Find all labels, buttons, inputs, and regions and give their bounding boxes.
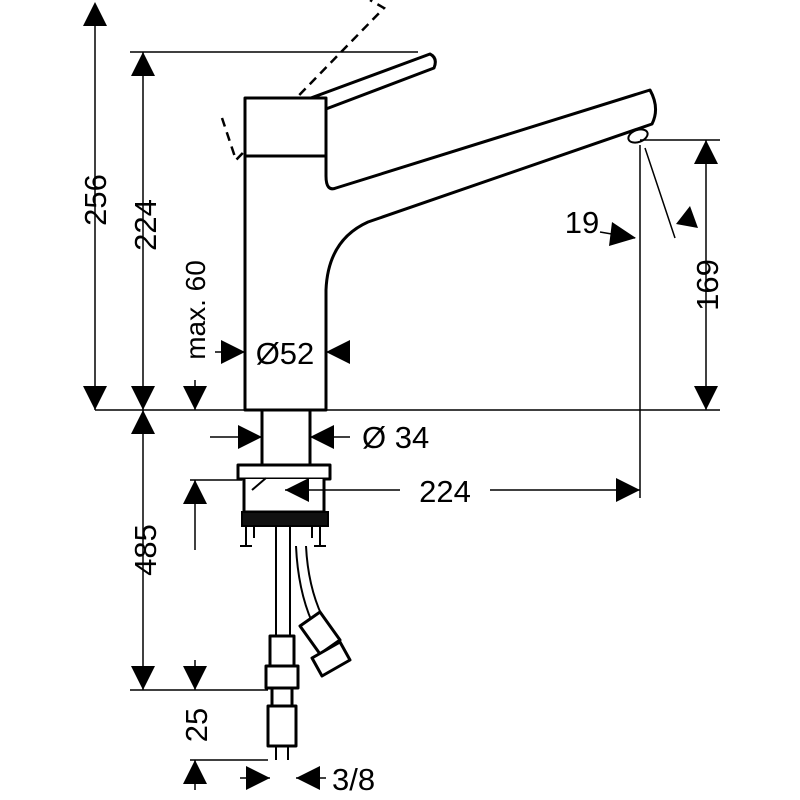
dimension-224-height: 224	[128, 52, 163, 410]
dimension-3-8: 3/8	[240, 762, 375, 797]
label-224-height: 224	[128, 199, 163, 251]
label-485: 485	[128, 524, 163, 576]
faucet-body	[243, 88, 657, 412]
dimension-d52: Ø52	[215, 336, 350, 371]
dimension-d34: Ø 34	[210, 420, 429, 455]
label-d52: Ø52	[256, 336, 315, 371]
aerator	[627, 128, 649, 144]
dimension-224-reach: 224	[285, 474, 640, 509]
label-224-reach: 224	[419, 474, 471, 509]
dimension-max-60: max. 60	[180, 260, 211, 550]
bent-hose-connector	[298, 610, 342, 656]
lever-handle	[298, 52, 437, 114]
dimension-256: 256	[78, 2, 113, 410]
dimension-25: 25	[179, 660, 214, 790]
extension-lines	[95, 51, 720, 761]
threaded-ring	[241, 511, 329, 527]
stud-right	[311, 526, 326, 547]
handle-cap	[243, 96, 328, 158]
label-max-60: max. 60	[180, 260, 211, 360]
mounting-plate	[236, 463, 332, 481]
straight-hose-connector	[268, 634, 296, 668]
stud-left	[240, 526, 255, 547]
label-3-8: 3/8	[332, 762, 375, 797]
dimension-169: 169	[690, 140, 725, 410]
faucet-outline	[220, 0, 657, 760]
shank	[260, 408, 312, 467]
label-169: 169	[690, 259, 725, 311]
dimension-485: 485	[128, 410, 163, 690]
dimension-19: 19	[565, 205, 698, 246]
label-19: 19	[565, 205, 599, 240]
hose-bent	[295, 545, 323, 623]
label-25: 25	[179, 708, 214, 742]
hose-straight	[275, 526, 291, 636]
label-256: 256	[78, 174, 113, 226]
label-d34: Ø 34	[362, 420, 429, 455]
mounting-nut	[242, 479, 326, 514]
lever-alt-position	[220, 0, 387, 163]
